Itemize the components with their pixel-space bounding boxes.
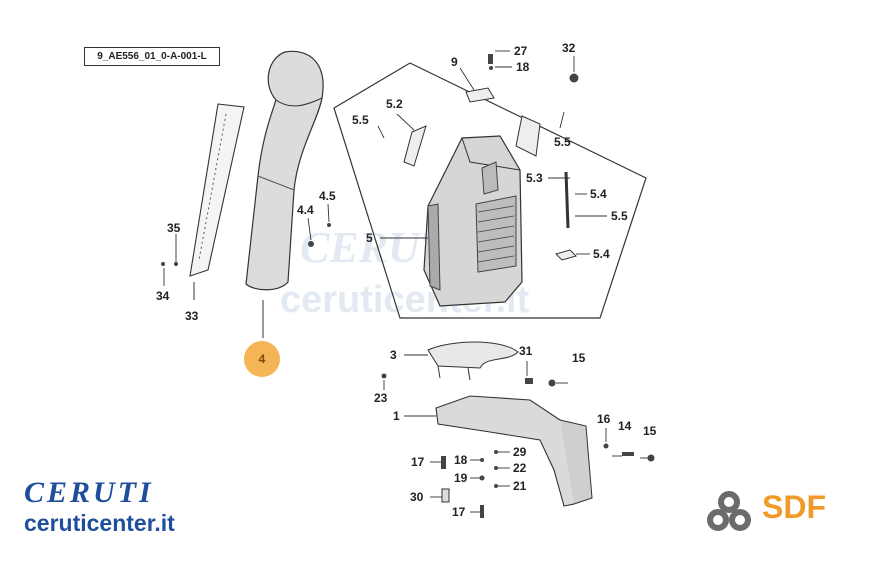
callout: 5.3 bbox=[526, 171, 543, 185]
nut-15b bbox=[647, 454, 655, 462]
callout: 14 bbox=[618, 419, 632, 433]
callout: 32 bbox=[562, 41, 576, 55]
callout: 23 bbox=[374, 391, 388, 405]
bolt-27 bbox=[488, 54, 493, 64]
sdf-logo-icon bbox=[707, 491, 751, 531]
washer-5-4 bbox=[555, 249, 577, 261]
washer-16 bbox=[603, 443, 609, 449]
callout: 5.4 bbox=[590, 187, 607, 201]
callout: 5.5 bbox=[611, 209, 628, 223]
screw-4-4 bbox=[308, 241, 314, 247]
screw-23 bbox=[381, 373, 387, 379]
rod-5-4 bbox=[564, 171, 570, 229]
bushing-30 bbox=[441, 488, 450, 503]
screw-4-5 bbox=[327, 223, 331, 227]
drawing-code-label: 9_AE556_01_0-A-001-L bbox=[84, 47, 220, 66]
callout: 29 bbox=[513, 445, 527, 459]
callout: 9 bbox=[451, 55, 458, 69]
callout: 15 bbox=[572, 351, 586, 365]
callout: 5.5 bbox=[352, 113, 369, 127]
callout: 17 bbox=[452, 505, 466, 519]
callout: 3 bbox=[390, 348, 397, 362]
assembly-outline bbox=[333, 62, 647, 319]
callout: 16 bbox=[597, 412, 611, 426]
side-panel-part bbox=[189, 103, 245, 300]
leader-lines bbox=[163, 50, 648, 513]
nut-32 bbox=[569, 73, 579, 83]
callout: 19 bbox=[454, 471, 468, 485]
callout: 5.4 bbox=[593, 247, 610, 261]
gasket-9 bbox=[465, 87, 495, 103]
callout: 4.4 bbox=[297, 203, 314, 217]
callout: 22 bbox=[513, 461, 527, 475]
pin-14 bbox=[622, 452, 634, 456]
callout: 33 bbox=[185, 309, 199, 323]
nut-15 bbox=[548, 379, 556, 387]
sdf-logo-text: SDF bbox=[762, 489, 826, 525]
callout: 5.5 bbox=[554, 135, 571, 149]
screw-35 bbox=[174, 262, 178, 266]
base-frame-part bbox=[435, 395, 593, 507]
callout: 15 bbox=[643, 424, 657, 438]
callout: 18 bbox=[454, 453, 468, 467]
callout: 30 bbox=[410, 490, 424, 504]
pin-17 bbox=[441, 456, 446, 469]
callout: 18 bbox=[516, 60, 530, 74]
callout: 21 bbox=[513, 479, 527, 493]
seal-5-5-right bbox=[515, 115, 541, 157]
callout: 27 bbox=[514, 44, 528, 58]
callout-labels: 27 18 32 9 5.2 5.5 5.5 5.3 5.4 5.5 5 5.4… bbox=[156, 41, 657, 519]
callout: 5.2 bbox=[386, 97, 403, 111]
main-housing-part bbox=[423, 135, 523, 307]
callout: 5 bbox=[366, 231, 373, 245]
duct-part bbox=[245, 50, 324, 338]
ceruti-logo-text: CERUTI bbox=[24, 476, 154, 509]
hardware bbox=[161, 54, 655, 518]
seal-5-2 bbox=[403, 125, 427, 167]
ceruti-site-link[interactable]: ceruticenter.it bbox=[24, 510, 175, 536]
plate-part bbox=[427, 341, 519, 381]
callout: 35 bbox=[167, 221, 181, 235]
callout: 17 bbox=[411, 455, 425, 469]
callout: 31 bbox=[519, 344, 533, 358]
callout: 34 bbox=[156, 289, 170, 303]
callout: 1 bbox=[393, 409, 400, 423]
highlighted-part-callout[interactable]: 4 bbox=[244, 341, 280, 377]
callout: 4.5 bbox=[319, 189, 336, 203]
bolt-31 bbox=[525, 378, 533, 384]
pin-17b bbox=[480, 505, 484, 518]
